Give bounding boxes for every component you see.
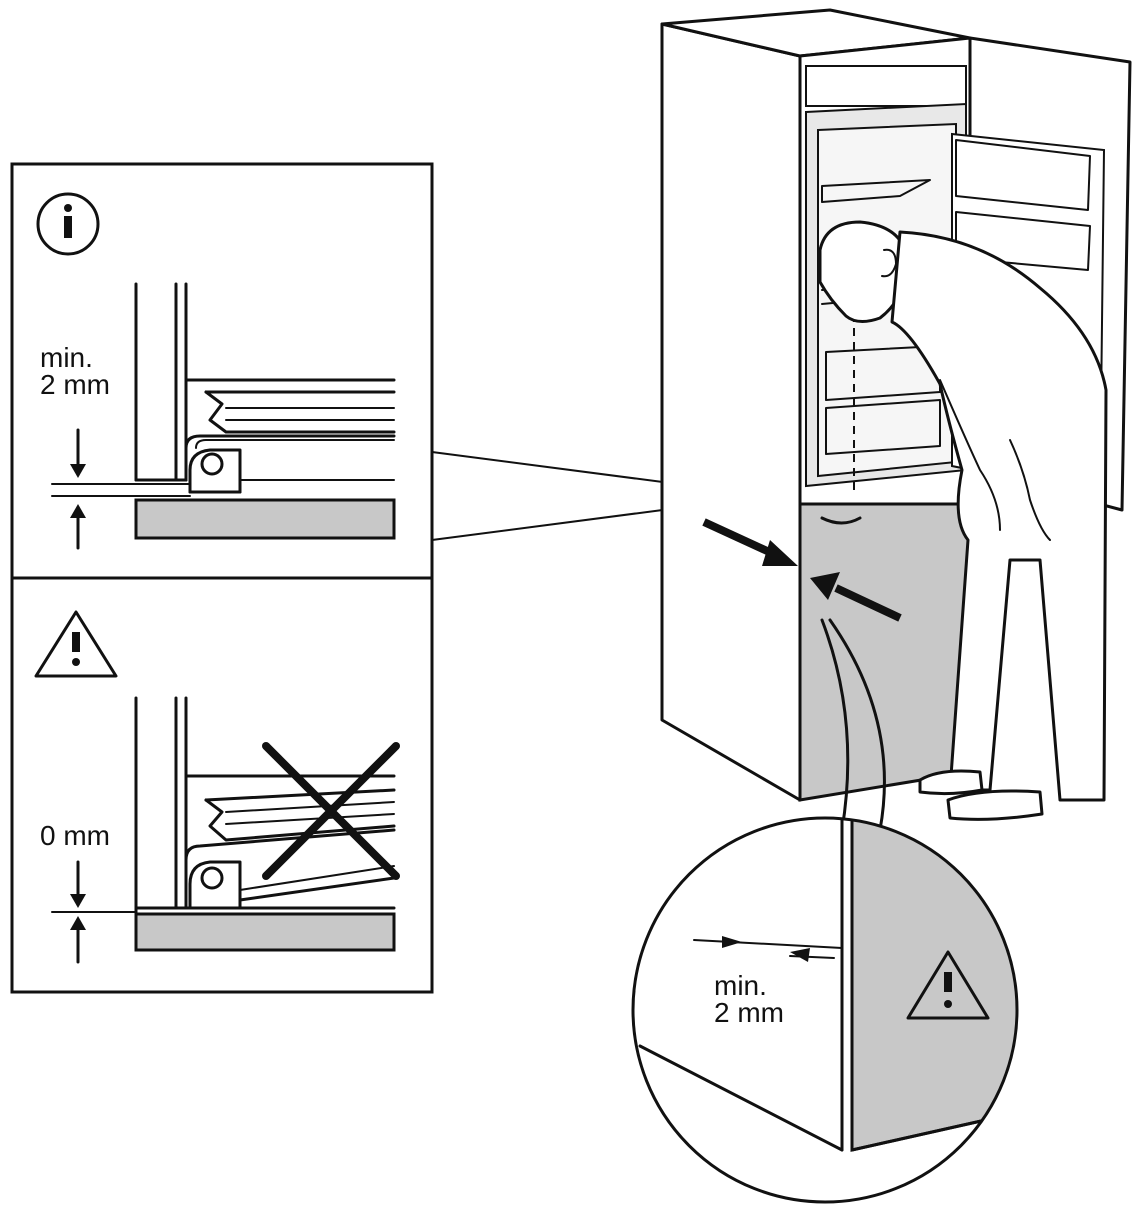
- detail-panels: [10, 162, 771, 994]
- warning-triangle-icon: [906, 950, 990, 1020]
- magnifier-callout: [631, 816, 1019, 1204]
- callout-curve-right: [828, 618, 886, 832]
- gap-label-warning: 0 mm: [40, 820, 110, 851]
- gap-label-info: min. 2 mm: [40, 342, 110, 400]
- technician-figure: [818, 220, 1108, 821]
- hinge-detail-incorrect: [51, 696, 400, 964]
- gap-label-callout: min. 2 mm: [714, 970, 784, 1028]
- hinge-detail-correct: [51, 282, 396, 550]
- warning-triangle-icon: [34, 610, 118, 678]
- alignment-arrows: [702, 518, 902, 622]
- cross-icon: [262, 742, 400, 880]
- info-icon: [36, 192, 100, 256]
- callout-curve-left: [820, 618, 850, 832]
